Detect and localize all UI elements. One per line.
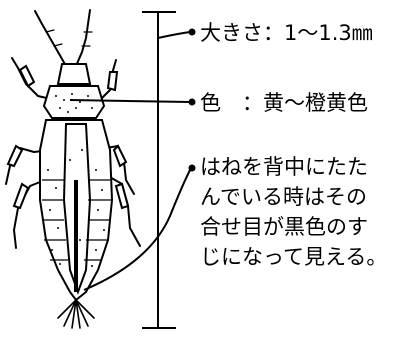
stipple-dots <box>47 93 105 267</box>
wing-note-line: じになって見える。 <box>200 245 388 269</box>
wing-note-line: 合せ目が黒色のす <box>200 215 368 239</box>
abdomen-segments <box>42 179 112 261</box>
insect-head <box>56 63 92 85</box>
leg-segments <box>6 64 130 210</box>
color-label: 色 ：黄～橙黄色 <box>200 91 368 115</box>
antennae <box>34 9 93 67</box>
leader-lines <box>69 31 191 291</box>
size-label: 大きさ：1～1.3㎜ <box>200 21 373 45</box>
insect-prothorax <box>42 85 106 119</box>
wing-note-line: はねを背中にたた <box>200 155 368 179</box>
wing-note: はねを背中にたた んでいる時はその 合せ目が黒色のす じになって見える。 <box>200 152 387 272</box>
scale-bar <box>142 11 176 329</box>
leader-dots <box>188 28 196 172</box>
tail-bristles <box>57 299 95 329</box>
wing-note-line: んでいる時はその <box>200 185 367 209</box>
